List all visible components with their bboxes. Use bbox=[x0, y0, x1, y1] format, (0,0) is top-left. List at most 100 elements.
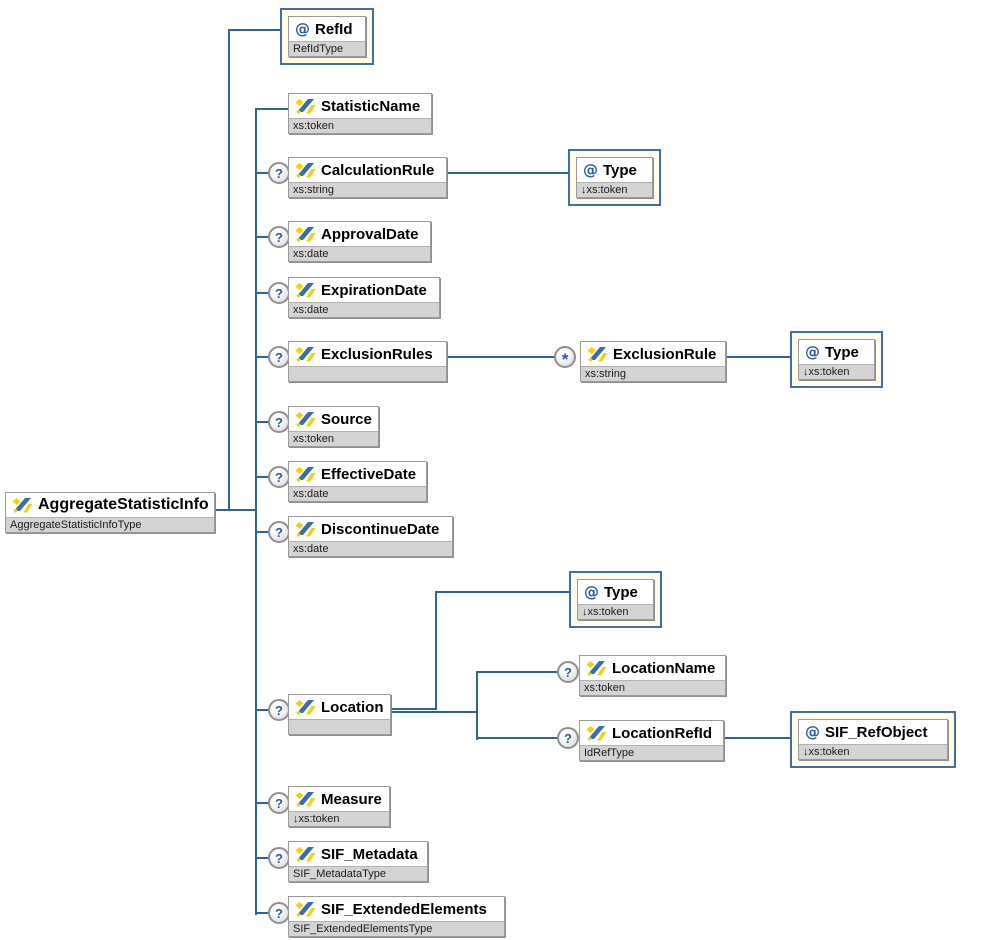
node-statisticname[interactable]: StatisticName xs:token bbox=[288, 93, 432, 134]
node-type-location[interactable]: @ Type ↓xs:token bbox=[569, 571, 662, 628]
connector-line bbox=[725, 356, 790, 358]
connector-line bbox=[476, 737, 557, 739]
node-subtitle: xs:token bbox=[289, 431, 378, 446]
node-expirationdate[interactable]: ExpirationDate xs:date bbox=[288, 277, 440, 318]
element-icon bbox=[295, 162, 316, 178]
connector-line bbox=[447, 172, 568, 174]
node-source[interactable]: Source xs:token bbox=[288, 406, 379, 447]
optional-occurrence-marker: ? bbox=[268, 346, 290, 368]
element-icon bbox=[587, 346, 608, 362]
node-subtitle: xs:token bbox=[289, 118, 431, 133]
connector-line bbox=[256, 476, 270, 478]
node-locationrefid[interactable]: LocationRefId IdRefType bbox=[579, 720, 724, 761]
node-exclusionrules[interactable]: ExclusionRules bbox=[288, 341, 447, 382]
at-glyph: @ bbox=[805, 342, 820, 361]
attribute-icon: @ bbox=[805, 722, 820, 741]
connector-line bbox=[435, 591, 569, 593]
node-subtitle: ↓xs:token bbox=[577, 182, 652, 197]
node-aggregatestatisticinfo[interactable]: AggregateStatisticInfo AggregateStatisti… bbox=[5, 492, 215, 533]
optional-occurrence-marker: ? bbox=[268, 411, 290, 433]
at-glyph: @ bbox=[584, 582, 599, 601]
node-type-calculationrule[interactable]: @ Type ↓xs:token bbox=[568, 149, 661, 206]
node-exclusionrule[interactable]: ExclusionRule xs:string bbox=[580, 341, 726, 382]
node-refid[interactable]: @ RefId RefIdType bbox=[280, 8, 374, 65]
node-discontinuedate[interactable]: DiscontinueDate xs:date bbox=[288, 516, 453, 557]
node-subtitle: xs:string bbox=[289, 182, 446, 197]
attribute-icon: @ bbox=[295, 19, 310, 38]
node-title: CalculationRule bbox=[321, 161, 435, 179]
node-type-exclusionrule[interactable]: @ Type ↓xs:token bbox=[790, 331, 883, 388]
node-title: Source bbox=[321, 410, 372, 428]
connector-line bbox=[723, 737, 790, 739]
optional-occurrence-marker: ? bbox=[268, 699, 290, 721]
optional-occurrence-marker: ? bbox=[268, 902, 290, 924]
node-title: AggregateStatisticInfo bbox=[38, 496, 209, 513]
node-sif-extendedelements[interactable]: SIF_ExtendedElements SIF_ExtendedElement… bbox=[288, 896, 505, 937]
at-glyph: @ bbox=[295, 19, 310, 38]
node-subtitle: xs:token bbox=[580, 680, 725, 695]
node-title: ExclusionRules bbox=[321, 345, 433, 363]
optional-occurrence-marker: ? bbox=[268, 226, 290, 248]
node-approvaldate[interactable]: ApprovalDate xs:date bbox=[288, 221, 431, 262]
repeat-occurrence-marker: * bbox=[554, 346, 576, 369]
connector-line bbox=[391, 711, 478, 713]
connector-line bbox=[255, 108, 257, 915]
connector-line bbox=[256, 172, 270, 174]
element-icon bbox=[295, 521, 316, 537]
connector-line bbox=[215, 509, 256, 511]
node-sif-metadata[interactable]: SIF_Metadata SIF_MetadataType bbox=[288, 841, 428, 882]
connector-line bbox=[256, 292, 270, 294]
element-icon bbox=[586, 660, 607, 676]
connector-line bbox=[256, 236, 270, 238]
element-icon bbox=[295, 411, 316, 427]
node-subtitle bbox=[289, 719, 390, 734]
attribute-icon: @ bbox=[805, 342, 820, 361]
element-icon bbox=[295, 98, 316, 114]
node-subtitle: RefIdType bbox=[289, 41, 365, 56]
node-subtitle: SIF_ExtendedElementsType bbox=[289, 921, 504, 936]
node-subtitle: SIF_MetadataType bbox=[289, 866, 427, 881]
node-measure[interactable]: Measure ↓xs:token bbox=[288, 786, 390, 827]
node-subtitle: xs:date bbox=[289, 541, 452, 556]
optional-occurrence-marker: ? bbox=[268, 847, 290, 869]
optional-occurrence-marker: ? bbox=[268, 162, 290, 184]
node-locationname[interactable]: LocationName xs:token bbox=[579, 655, 726, 696]
connector-line bbox=[256, 531, 270, 533]
connector-line bbox=[256, 421, 270, 423]
node-title: SIF_RefObject bbox=[825, 723, 928, 741]
node-title: SIF_ExtendedElements bbox=[321, 900, 487, 918]
node-title: Type bbox=[603, 161, 637, 179]
optional-occurrence-marker: ? bbox=[268, 792, 290, 814]
node-subtitle: IdRefType bbox=[580, 745, 723, 760]
node-subtitle: ↓xs:token bbox=[578, 604, 653, 619]
element-icon bbox=[295, 282, 316, 298]
node-calculationrule[interactable]: CalculationRule xs:string bbox=[288, 157, 447, 198]
connector-line bbox=[256, 802, 270, 804]
node-sif-refobject[interactable]: @ SIF_RefObject ↓xs:token bbox=[790, 711, 956, 768]
node-title: StatisticName bbox=[321, 97, 421, 115]
at-glyph: @ bbox=[583, 160, 598, 179]
at-glyph: @ bbox=[805, 722, 820, 741]
element-icon bbox=[295, 901, 316, 917]
node-title: Measure bbox=[321, 790, 382, 808]
node-effectivedate[interactable]: EffectiveDate xs:date bbox=[288, 461, 427, 502]
attribute-icon: @ bbox=[584, 582, 599, 601]
node-location[interactable]: Location bbox=[288, 694, 391, 735]
node-subtitle: xs:date bbox=[289, 486, 426, 501]
connector-line bbox=[256, 912, 270, 914]
node-title: Location bbox=[321, 698, 384, 716]
connector-line bbox=[256, 108, 289, 110]
connector-line bbox=[256, 709, 270, 711]
node-title: ExclusionRule bbox=[613, 345, 717, 363]
connector-line bbox=[435, 591, 437, 710]
element-icon bbox=[295, 699, 316, 715]
node-subtitle: ↓xs:token bbox=[799, 744, 947, 759]
optional-occurrence-marker: ? bbox=[268, 521, 290, 543]
element-icon bbox=[295, 466, 316, 482]
node-subtitle: ↓xs:token bbox=[799, 364, 874, 379]
optional-occurrence-marker: ? bbox=[557, 661, 579, 683]
connector-line bbox=[447, 356, 555, 358]
node-subtitle: xs:date bbox=[289, 302, 439, 317]
node-title: DiscontinueDate bbox=[321, 520, 440, 538]
